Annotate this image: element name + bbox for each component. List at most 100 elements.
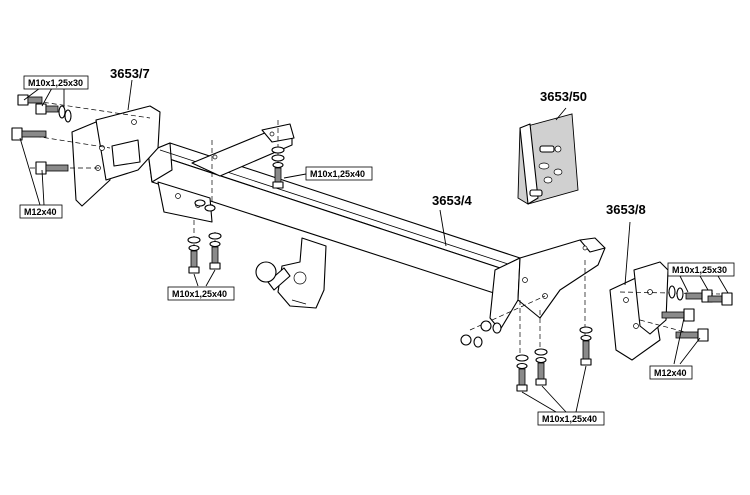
washer-icon bbox=[271, 154, 285, 162]
left-mount-plate-body bbox=[157, 181, 213, 223]
right-side-bolts bbox=[661, 285, 733, 342]
rear-arm-hole bbox=[212, 154, 218, 160]
side-bracket-left bbox=[71, 105, 161, 207]
right-bracket-side bbox=[489, 257, 521, 331]
bolt-label-box bbox=[305, 166, 373, 181]
leader-line bbox=[521, 365, 587, 413]
bolt-shank bbox=[707, 295, 723, 303]
right-bracket-inner-plate bbox=[633, 261, 669, 335]
hex-bolt-icon bbox=[529, 189, 543, 197]
assembly-line bbox=[27, 99, 151, 119]
left-bracket-window bbox=[111, 139, 141, 167]
bolt-label-center-top: M10x1,25x40 bbox=[305, 166, 373, 181]
leader-lines bbox=[19, 79, 729, 413]
washer-icon bbox=[554, 145, 562, 153]
side-bracket-right bbox=[609, 261, 669, 361]
washer-icon bbox=[543, 176, 553, 184]
bracket-hole bbox=[647, 289, 653, 295]
washer-icon bbox=[580, 334, 592, 342]
electrical-bracket bbox=[517, 113, 579, 205]
leader-line bbox=[283, 173, 307, 179]
bolt-label-bottom-right: M10x1,25x40 bbox=[537, 411, 605, 426]
bolt-shank bbox=[211, 246, 219, 264]
bolt-label-box bbox=[649, 365, 693, 380]
mount-hole bbox=[522, 277, 528, 283]
washer-icon bbox=[534, 348, 548, 356]
washer-icon bbox=[188, 244, 200, 252]
part-label-side-bracket-right: 3653/8 bbox=[606, 202, 646, 217]
washer-icon bbox=[271, 146, 285, 154]
hex-bolt-icon bbox=[35, 161, 69, 175]
tow-ball bbox=[255, 261, 277, 283]
washer-icon bbox=[208, 232, 222, 240]
washer-icon bbox=[553, 168, 563, 176]
hex-bolt-icon bbox=[539, 145, 555, 153]
bracket-hole bbox=[623, 297, 629, 303]
leader-line bbox=[673, 317, 701, 365]
bracket-hole bbox=[633, 323, 639, 329]
hex-bolt-icon bbox=[35, 103, 59, 115]
bolt-label-right-top: M10x1,25x30 bbox=[667, 262, 735, 277]
washer-icon bbox=[535, 356, 547, 364]
bolt-shank bbox=[190, 250, 198, 268]
assembly-line bbox=[469, 295, 546, 331]
washer-icon bbox=[64, 109, 72, 123]
washer-icon bbox=[194, 199, 206, 207]
bolt-label-text: M10x1,25x30 bbox=[28, 78, 83, 88]
bolt-head bbox=[17, 94, 29, 106]
bolt-head bbox=[188, 266, 200, 274]
bolt-label-box bbox=[667, 262, 735, 277]
bolt-head bbox=[535, 378, 547, 386]
rear-arm-hole bbox=[269, 131, 275, 137]
center-top-bolt bbox=[271, 146, 285, 189]
assembly-line bbox=[27, 134, 111, 149]
bolt-label-box bbox=[537, 411, 605, 426]
hex-bolt-icon bbox=[17, 94, 43, 106]
bolt-head bbox=[721, 292, 733, 306]
leader-line bbox=[624, 221, 631, 286]
leader-line bbox=[23, 87, 65, 108]
mount-hole bbox=[582, 245, 588, 251]
bolt-label-box bbox=[23, 75, 89, 90]
bolt-shank bbox=[45, 105, 59, 113]
bolt-shank bbox=[661, 311, 685, 319]
washer-icon bbox=[516, 362, 528, 370]
bracket-hole bbox=[131, 119, 137, 125]
center-left-bolts bbox=[187, 199, 222, 274]
bolt-label-box bbox=[167, 286, 235, 301]
tow-ball-assembly bbox=[255, 237, 327, 309]
bolt-head bbox=[272, 181, 284, 189]
nut-icon bbox=[460, 334, 472, 346]
washer-icon bbox=[187, 236, 201, 244]
washer-icon bbox=[538, 162, 550, 170]
hex-bolt-icon bbox=[661, 308, 695, 322]
neck-slot bbox=[291, 299, 307, 305]
bolt-shank bbox=[537, 362, 545, 380]
left-bolts bbox=[11, 94, 72, 175]
washer-icon bbox=[209, 240, 221, 248]
bolt-shank bbox=[675, 331, 699, 339]
electrical-bracket-bolts bbox=[529, 145, 563, 197]
bolt-shank bbox=[274, 167, 282, 183]
hex-bolt-icon bbox=[675, 328, 709, 342]
electrical-bracket-edge bbox=[519, 123, 539, 205]
part-label-side-bracket-left: 3653/7 bbox=[110, 66, 150, 81]
nut-icon bbox=[480, 320, 492, 332]
hex-bolt-icon bbox=[707, 292, 733, 306]
bolt-label-text: M10x1,25x30 bbox=[672, 265, 727, 275]
bolt-head bbox=[209, 262, 221, 270]
leader-line bbox=[19, 137, 45, 206]
leader-line bbox=[193, 269, 216, 287]
washer-icon bbox=[668, 285, 676, 299]
leader-line bbox=[127, 79, 133, 111]
leader-line bbox=[555, 107, 567, 121]
bolt-label-left-bottom: M12x40 bbox=[19, 204, 63, 219]
bolt-shank bbox=[21, 130, 47, 138]
washer-icon bbox=[272, 161, 284, 169]
leader-line bbox=[679, 275, 729, 294]
part-label-main-crossbar: 3653/4 bbox=[432, 193, 473, 208]
washer-icon bbox=[515, 354, 529, 362]
bolt-head bbox=[516, 384, 528, 392]
